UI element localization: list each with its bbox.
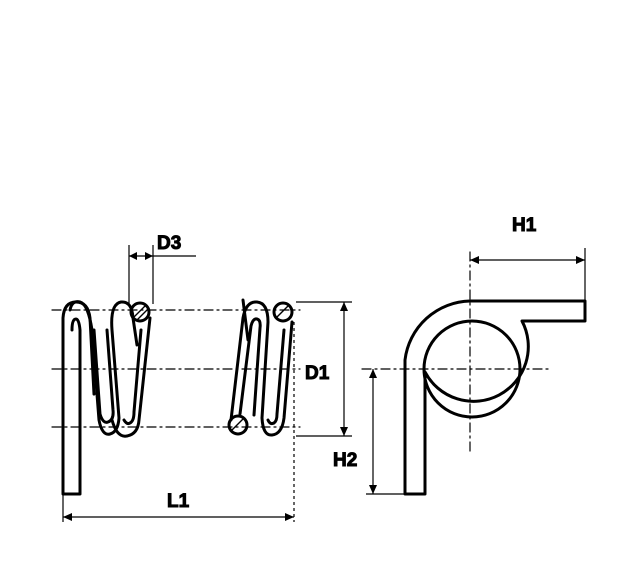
side-view-right-coils <box>229 298 294 437</box>
end-view-outer-coil <box>403 299 587 496</box>
h2-label: H2 <box>333 450 357 471</box>
right-coil-top-wire-section <box>272 301 294 323</box>
left-coil-section-hatch <box>132 304 147 319</box>
d1-label: D1 <box>305 363 330 384</box>
d3-dimension: D3 <box>128 233 196 304</box>
d3-arrow-left <box>129 252 137 260</box>
h2-dimension: H2 <box>333 369 410 495</box>
side-view-leg <box>61 300 96 496</box>
d1-arrow-bottom <box>340 427 348 436</box>
side-view <box>51 298 301 496</box>
right-coil-bottom-wire-section <box>227 414 249 436</box>
d3-arrow-right <box>145 252 153 260</box>
l1-label: L1 <box>167 491 190 512</box>
right-coil-top-section-hatch <box>275 304 290 319</box>
end-view-inner-coil <box>422 319 522 419</box>
right-coil-bottom-section-hatch <box>230 417 245 432</box>
left-coil-section-hatch-2 <box>136 308 149 321</box>
d1-dimension: D1 <box>296 301 352 437</box>
side-view-left-coils <box>68 300 152 438</box>
h1-arrow-left <box>470 256 479 264</box>
d3-label: D3 <box>157 233 181 254</box>
h1-arrow-right <box>576 256 585 264</box>
l1-dimension: L1 <box>62 322 295 522</box>
h1-dimension: H1 <box>470 215 586 300</box>
h1-label: H1 <box>512 215 537 236</box>
l1-arrow-left <box>63 513 72 521</box>
h2-arrow-bottom <box>369 485 377 494</box>
d1-arrow-top <box>340 302 348 311</box>
h2-arrow-top <box>369 369 377 378</box>
left-coil-wire-section <box>129 301 151 323</box>
l1-arrow-right <box>285 513 294 521</box>
end-view <box>361 251 587 496</box>
